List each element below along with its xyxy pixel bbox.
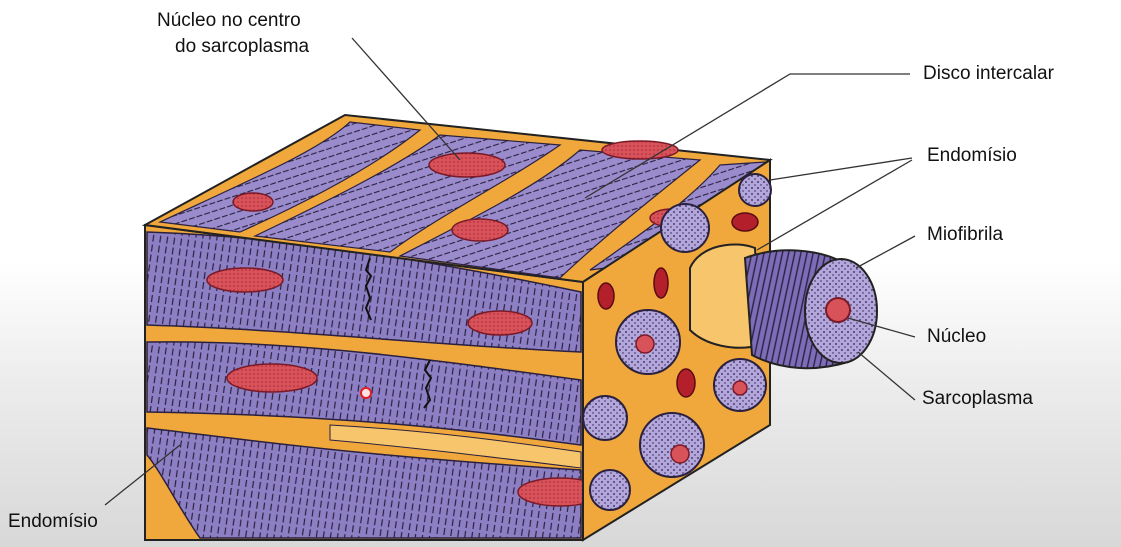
nucleus: [467, 310, 533, 336]
top-face: [141, 113, 773, 284]
leader-endomisio-bottom: [756, 159, 913, 251]
leader-lines: [104, 37, 916, 506]
capillary: [597, 282, 615, 310]
leader-nucleo-centro: [351, 37, 461, 161]
label-endomisio-right: Endomísio: [927, 145, 1017, 166]
label-endomisio-left: Endomísio: [8, 511, 98, 532]
front-face: [144, 223, 603, 541]
leader-disco-intercalar: [584, 73, 910, 199]
fiber-cross-section: [738, 173, 772, 207]
fiber-end-nucleus: [825, 297, 851, 323]
fiber-cross-section: [660, 203, 710, 253]
label-nucleo: Núcleo: [927, 326, 987, 347]
nucleus: [226, 363, 318, 393]
nucleus: [232, 192, 274, 212]
pointer-marker: [360, 387, 372, 399]
nucleus: [206, 267, 284, 293]
nucleus: [428, 152, 506, 178]
front-fiber: [146, 427, 582, 539]
label-nucleo-centro-line1: Núcleo no centro: [157, 10, 301, 31]
capillary: [676, 368, 696, 398]
capillary: [653, 267, 669, 299]
nucleus: [601, 140, 679, 160]
leader-miofibrila: [855, 235, 916, 269]
fiber-cross-section: [589, 469, 631, 511]
fiber-nucleus: [670, 444, 690, 464]
fiber-nucleus: [732, 380, 748, 396]
leader-nucleo: [847, 317, 916, 338]
leader-sarcoplasma: [857, 351, 916, 401]
protruding-fiber: [689, 243, 878, 370]
label-disco-intercalar: Disco intercalar: [923, 63, 1054, 84]
leader-endomisio-left: [104, 444, 181, 506]
label-sarcoplasma: Sarcoplasma: [922, 388, 1033, 409]
intercalated-disc: [364, 257, 373, 321]
leader-endomisio-top: [769, 157, 913, 181]
label-miofibrila: Miofibrila: [927, 224, 1004, 245]
fiber-cross-section: [639, 412, 705, 478]
front-fiber: [329, 424, 582, 469]
intercalated-disc: [423, 359, 433, 409]
fiber-cross-section: [582, 395, 628, 441]
label-nucleo-centro-line2: do sarcoplasma: [175, 36, 310, 57]
nucleus: [451, 218, 509, 242]
capillary: [731, 212, 759, 232]
top-fiber: [157, 121, 422, 233]
fiber-nucleus: [635, 334, 655, 354]
